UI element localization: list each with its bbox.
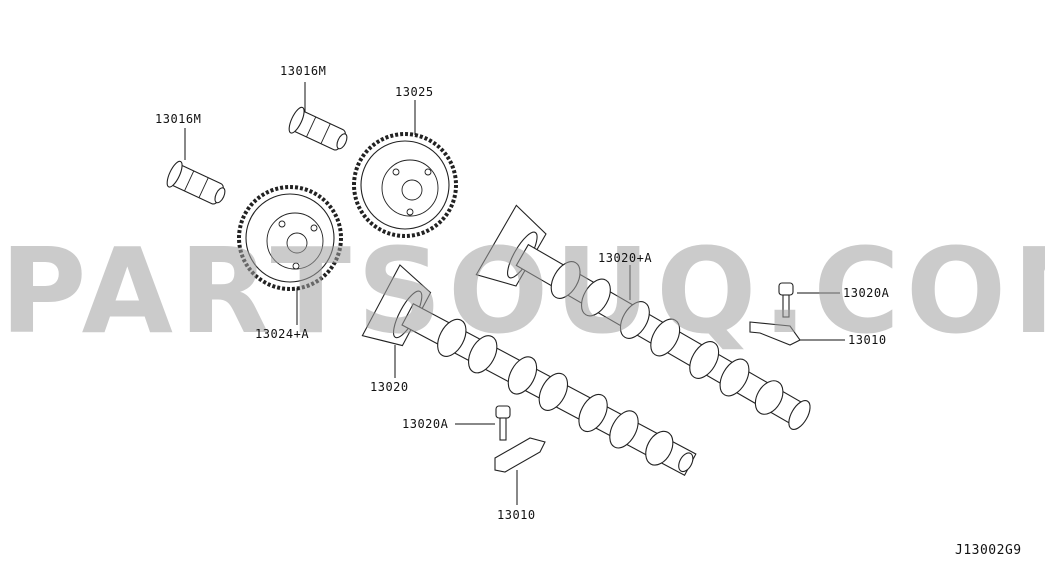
diagram-code: J13002G9 [955, 543, 1022, 558]
label-13020a-plus: 13020+A [598, 251, 653, 265]
label-13025: 13025 [395, 85, 434, 99]
label-13020a-lower: 13020A [402, 417, 449, 431]
label-13024a: 13024+A [255, 327, 310, 341]
camshaft-intake[interactable] [361, 264, 709, 500]
label-13010-lower: 13010 [497, 508, 536, 522]
solenoid-left[interactable] [164, 159, 229, 209]
camshaft-exhaust[interactable] [475, 204, 826, 453]
sprocket-exhaust[interactable] [352, 132, 458, 238]
label-13010-right: 13010 [848, 333, 887, 347]
label-13016m-upper: 13016M [280, 64, 327, 78]
bracket-right[interactable] [749, 321, 801, 346]
label-13020: 13020 [370, 380, 409, 394]
bolt-lower[interactable] [495, 405, 511, 441]
sprocket-intake[interactable] [237, 185, 343, 291]
label-13016m-left: 13016M [155, 112, 202, 126]
label-13020a-right: 13020A [843, 286, 890, 300]
bolt-right[interactable] [778, 282, 794, 318]
solenoid-upper[interactable] [286, 105, 351, 155]
bracket-lower[interactable] [494, 437, 546, 473]
